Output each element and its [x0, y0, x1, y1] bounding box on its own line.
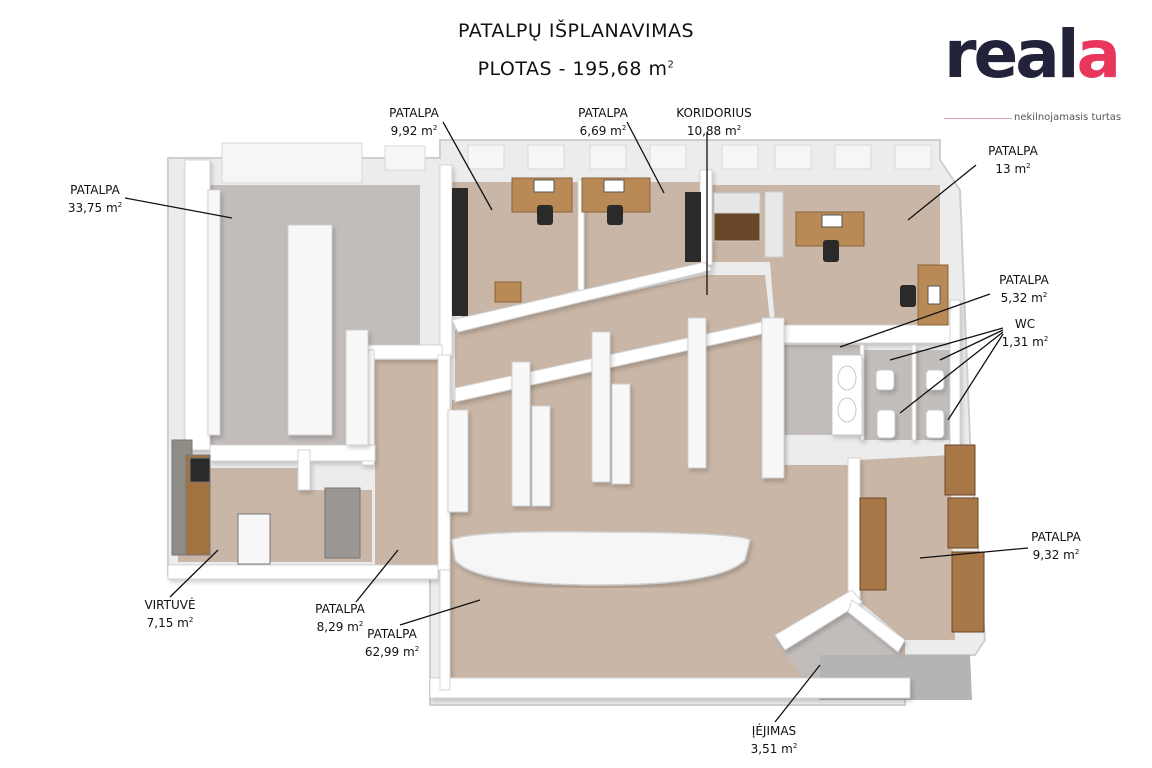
logo-divider [944, 118, 1012, 119]
floor-room-8-29 [375, 360, 438, 568]
logo-wordmark: reala [944, 16, 1121, 93]
page-title: PATALPŲ IŠPLANAVIMAS [457, 20, 695, 42]
cabinets-room-13 [713, 191, 784, 258]
floor-wc-2 [915, 350, 955, 440]
floor-kitchen [178, 468, 372, 562]
shelving-room-33-75 [207, 189, 369, 446]
logo-tagline: nekilnojamasis turtas [1014, 112, 1122, 123]
shelving-main-hall [447, 317, 785, 513]
sanitary-fixtures [831, 354, 945, 439]
reception-counter [451, 530, 751, 586]
monitors [533, 179, 941, 305]
office-chairs [537, 205, 916, 307]
floor-wc-1 [862, 350, 912, 440]
floor-main-hall [448, 330, 905, 690]
windows-top [221, 142, 932, 184]
total-area: PLOTAS - 195,68 m2 [477, 58, 675, 80]
dark-bookcases [452, 188, 701, 316]
leader-lines [124, 121, 1029, 723]
kitchen-furniture [171, 439, 361, 565]
floor-corridor [455, 275, 770, 390]
wood-racks-room-9-32 [859, 444, 985, 633]
reala-logo: reala nekilnojamasis turtas [944, 16, 1124, 123]
